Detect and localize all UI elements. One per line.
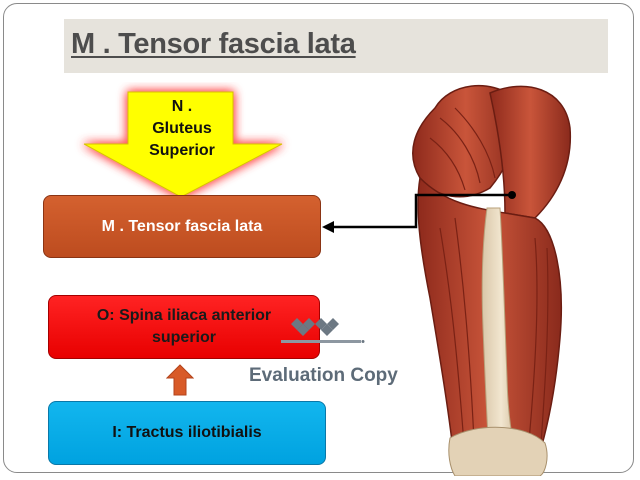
insertion-box-label: I: Tractus iliotibialis — [112, 424, 262, 441]
up-arrow-icon — [166, 364, 194, 396]
watermark-logo-icon — [281, 318, 365, 343]
thigh-muscle-illustration — [412, 85, 572, 476]
nerve-label-line2: Gluteus — [152, 120, 212, 137]
nerve-label: N . Gluteus Superior — [126, 96, 238, 162]
nerve-label-line1: N . — [171, 98, 193, 115]
title-bar: M . Tensor fascia lata — [64, 19, 608, 73]
watermark-text: Evaluation Copy — [249, 365, 398, 386]
nerve-label-line3: Superior — [149, 142, 215, 159]
muscle-box: M . Tensor fascia lata — [43, 195, 321, 258]
origin-box: O: Spina iliaca anterior superior — [48, 295, 320, 359]
origin-box-label: O: Spina iliaca anterior superior — [96, 307, 272, 346]
page-title: M . Tensor fascia lata — [71, 28, 356, 60]
insertion-box: I: Tractus iliotibialis — [48, 401, 326, 465]
nerve-down-arrow — [83, 91, 283, 198]
muscle-box-label: M . Tensor fascia lata — [101, 217, 263, 235]
